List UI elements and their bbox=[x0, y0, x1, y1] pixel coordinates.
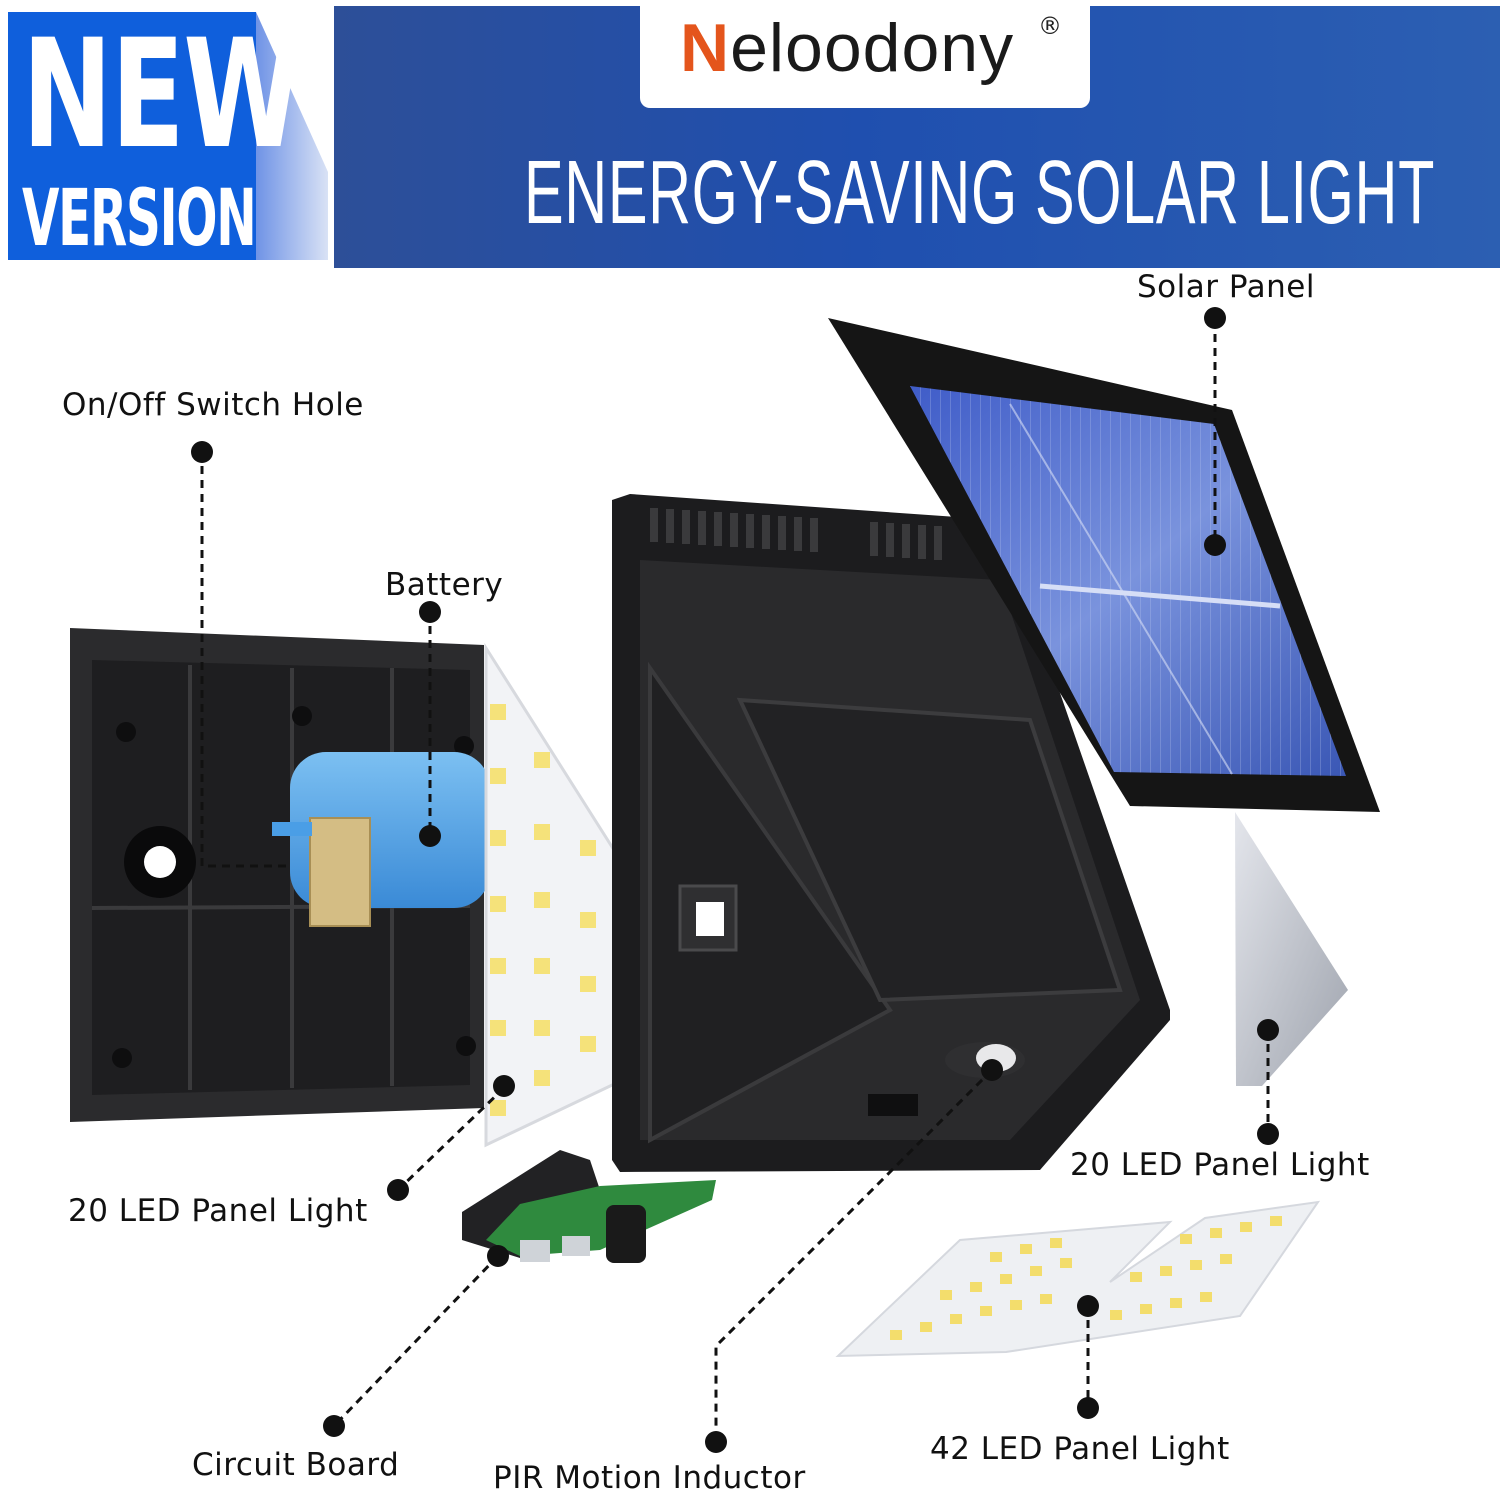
dot-solar-top bbox=[1204, 307, 1226, 329]
battery bbox=[272, 752, 490, 927]
circuit-board bbox=[462, 1150, 716, 1263]
label-pir-motion-inductor: PIR Motion Inductor bbox=[493, 1460, 806, 1496]
leader-pir bbox=[714, 1068, 994, 1442]
badge-background bbox=[8, 12, 328, 260]
main-housing bbox=[612, 494, 1170, 1172]
leader-onoff-switch bbox=[200, 452, 290, 868]
dot-led-left-top bbox=[493, 1075, 515, 1097]
badge-new-text: NEW bbox=[22, 12, 302, 182]
solar-panel bbox=[828, 318, 1380, 812]
badge-version-text: VERSION bbox=[22, 174, 257, 260]
label-circuit-board: Circuit Board bbox=[192, 1447, 400, 1483]
dot-pir-bottom bbox=[705, 1431, 727, 1453]
dot-circuit-top bbox=[487, 1245, 509, 1267]
label-led-panel-42: 42 LED Panel Light bbox=[930, 1431, 1230, 1467]
leader-lines bbox=[200, 320, 1270, 1442]
leader-led-left bbox=[396, 1086, 506, 1192]
dot-led42-top bbox=[1077, 1295, 1099, 1317]
callout-dots bbox=[191, 307, 1279, 1453]
led-panel-42 bbox=[835, 1200, 1321, 1358]
dot-battery-top bbox=[419, 601, 441, 623]
brand-rest: eloodony bbox=[730, 10, 1015, 86]
brand-logo: Neloodony ® bbox=[640, 6, 1090, 108]
dot-led-right-bottom bbox=[1257, 1123, 1279, 1145]
label-battery: Battery bbox=[385, 567, 504, 603]
dot-led-right-top bbox=[1257, 1019, 1279, 1041]
brand-name: Neloodony bbox=[680, 14, 1014, 82]
dot-led-left-bottom bbox=[387, 1179, 409, 1201]
dot-battery-bottom bbox=[419, 825, 441, 847]
dot-solar-bottom bbox=[1204, 534, 1226, 556]
registered-mark: ® bbox=[1038, 12, 1062, 40]
leader-circuit-board bbox=[332, 1254, 500, 1428]
label-onoff-switch-hole: On/Off Switch Hole bbox=[62, 387, 364, 423]
dot-pir-top bbox=[981, 1059, 1003, 1081]
header-banner: Neloodony ® ENERGY-SAVING SOLAR LIGHT bbox=[334, 6, 1500, 268]
label-led-panel-20-right: 20 LED Panel Light bbox=[1070, 1147, 1370, 1183]
label-solar-panel: Solar Panel bbox=[1137, 269, 1315, 305]
reflector-panel-right bbox=[1235, 812, 1348, 1086]
brand-initial: N bbox=[680, 10, 731, 86]
new-version-badge: NEW VERSION bbox=[8, 12, 328, 260]
dot-circuit-bottom bbox=[323, 1415, 345, 1437]
dot-switch bbox=[191, 441, 213, 463]
headline: ENERGY-SAVING SOLAR LIGHT bbox=[524, 143, 1436, 243]
dot-led42-bottom bbox=[1077, 1397, 1099, 1419]
label-led-panel-20-left: 20 LED Panel Light bbox=[68, 1193, 368, 1229]
